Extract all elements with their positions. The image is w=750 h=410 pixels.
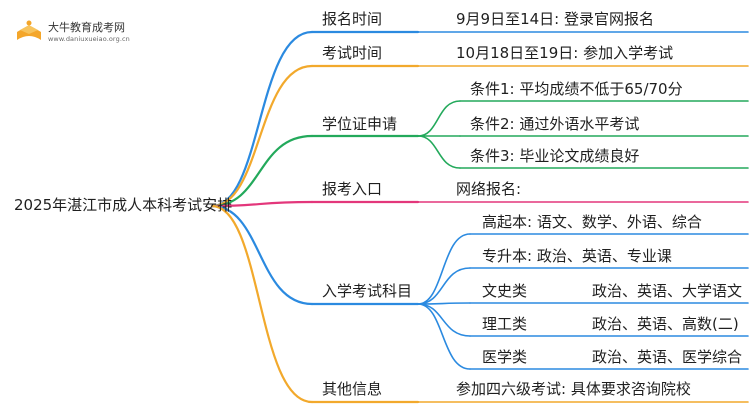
leaf-subjects-yixue: 医学类 xyxy=(482,348,528,366)
leaf-subjects-wenshi: 文史类 xyxy=(482,282,528,300)
branch-link-other xyxy=(210,204,314,404)
leaf-subjects-ligong: 理工类 xyxy=(482,315,528,333)
leaf-degree-cond2: 条件2: 通过外语水平考试 xyxy=(470,115,640,133)
book-icon xyxy=(17,20,41,40)
branch-link-degree xyxy=(210,134,314,208)
site-logo[interactable]: 大牛教育成考网 www.daniuxueiao.org.cn xyxy=(14,16,144,50)
subjects-link-5 xyxy=(417,303,471,370)
branch-label-entry: 报考入口 xyxy=(322,180,383,198)
leaf-subjects-ligong-detail: 政治、英语、高数(二) xyxy=(592,315,739,333)
subjects-link-1 xyxy=(417,233,471,305)
branch-link-subjects xyxy=(210,204,314,306)
leaf-subjects-gqb: 高起本: 语文、数学、外语、综合 xyxy=(482,213,702,231)
leaf-degree-cond1: 条件1: 平均成绩不低于65/70分 xyxy=(470,80,683,98)
root-topic: 2025年湛江市成人本科考试安排 xyxy=(14,196,233,214)
leaf-entry: 网络报名: xyxy=(456,180,522,198)
logo-url: www.daniuxueiao.org.cn xyxy=(48,35,130,43)
leaf-exam-time: 10月18日至19日: 参加入学考试 xyxy=(456,44,674,62)
branch-label-signup-time: 报名时间 xyxy=(322,10,383,28)
branch-link-exam-time xyxy=(210,64,314,208)
leaf-degree-cond3: 条件3: 毕业论文成绩良好 xyxy=(470,147,640,165)
branch-label-exam-time: 考试时间 xyxy=(322,44,383,62)
subjects-link-2 xyxy=(417,267,471,305)
branch-link-signup-time xyxy=(210,30,314,208)
branch-link-entry xyxy=(210,200,314,208)
leaf-subjects-zsb: 专升本: 政治、英语、专业课 xyxy=(482,247,672,265)
leaf-subjects-yixue-detail: 政治、英语、医学综合 xyxy=(592,348,743,366)
logo-name: 大牛教育成考网 xyxy=(48,21,125,34)
leaf-subjects-wenshi-detail: 政治、英语、大学语文 xyxy=(592,282,743,300)
branch-label-subjects: 入学考试科目 xyxy=(322,282,413,300)
branch-label-other: 其他信息 xyxy=(322,380,383,398)
subjects-link-4 xyxy=(417,303,471,337)
leaf-other: 参加四六级考试: 具体要求咨询院校 xyxy=(456,380,691,398)
degree-link-3 xyxy=(417,135,461,169)
degree-link-1 xyxy=(417,100,461,137)
leaf-signup-time: 9月9日至14日: 登录官网报名 xyxy=(456,10,654,28)
branch-label-degree: 学位证申请 xyxy=(322,115,398,133)
